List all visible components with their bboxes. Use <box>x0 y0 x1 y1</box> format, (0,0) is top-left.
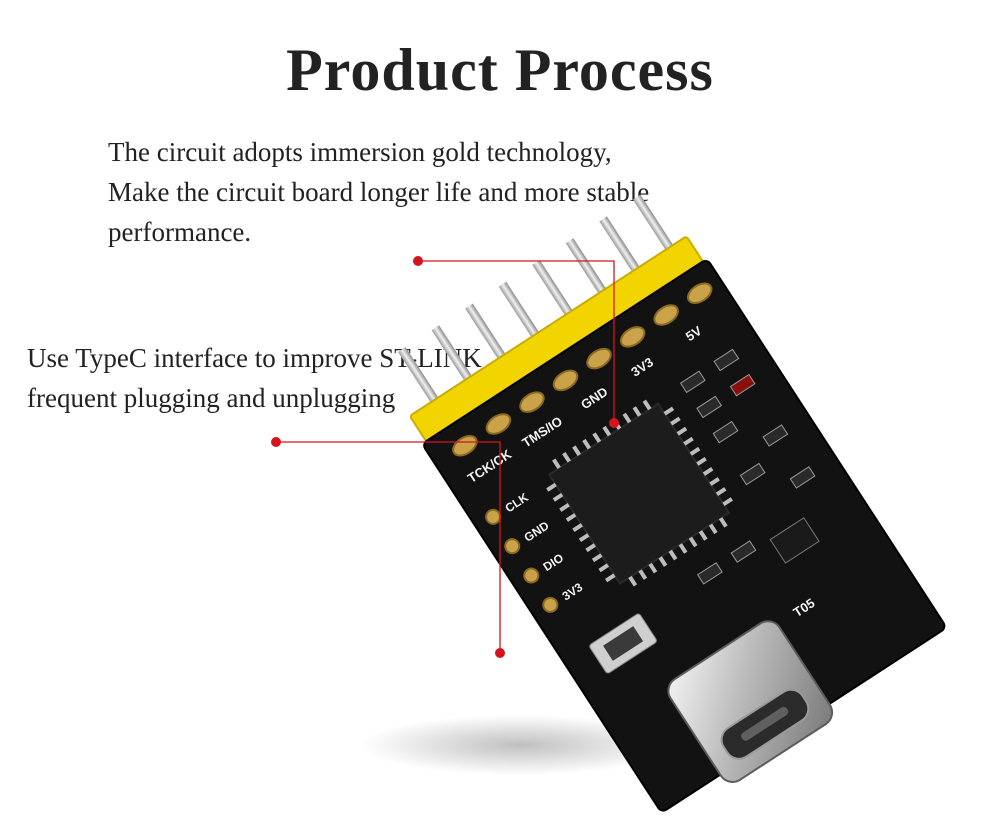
typec-description: Use TypeC interface to improve ST-LINK f… <box>27 338 482 418</box>
pin-label-5v: 5V <box>683 323 705 344</box>
swd-pads <box>485 508 559 613</box>
st-link-board: TCK/CK TMS/IO GND 3V3 5V CLK GND DIO 3V3 <box>398 194 946 812</box>
header-pads <box>452 282 713 457</box>
page-title: Product Process <box>286 37 714 103</box>
callout-immersion-gold <box>413 256 619 428</box>
description-line: The circuit adopts immersion gold techno… <box>108 137 612 167</box>
callout-typec <box>271 437 505 658</box>
mcu-chip <box>546 399 733 587</box>
description-line: Make the circuit board longer life and m… <box>108 177 650 207</box>
description-line: performance. <box>108 217 252 247</box>
passive-components <box>589 348 820 674</box>
immersion-gold-description: The circuit adopts immersion gold techno… <box>108 132 649 252</box>
description-line: frequent plugging and unplugging <box>27 383 396 413</box>
board-shadow <box>360 715 680 775</box>
usb-typec-connector <box>667 620 834 783</box>
